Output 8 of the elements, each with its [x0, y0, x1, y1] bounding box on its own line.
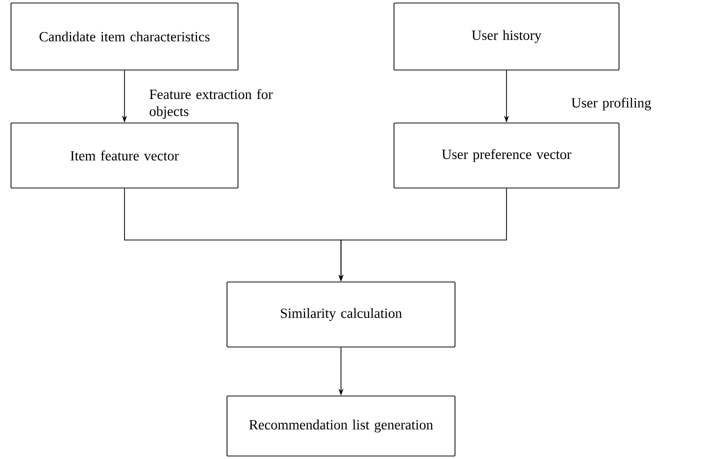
process-box: Recommendation list generation [226, 396, 456, 456]
edge-label: User profiling [572, 98, 652, 110]
process-box: Candidate item characteristics [10, 2, 238, 70]
edge-label: Feature extraction for objects [150, 89, 273, 119]
process-box: User history [394, 2, 620, 70]
process-box: Similarity calculation [226, 282, 456, 348]
process-box: User preference vector [394, 122, 620, 188]
process-box: Item feature vector [10, 122, 238, 188]
